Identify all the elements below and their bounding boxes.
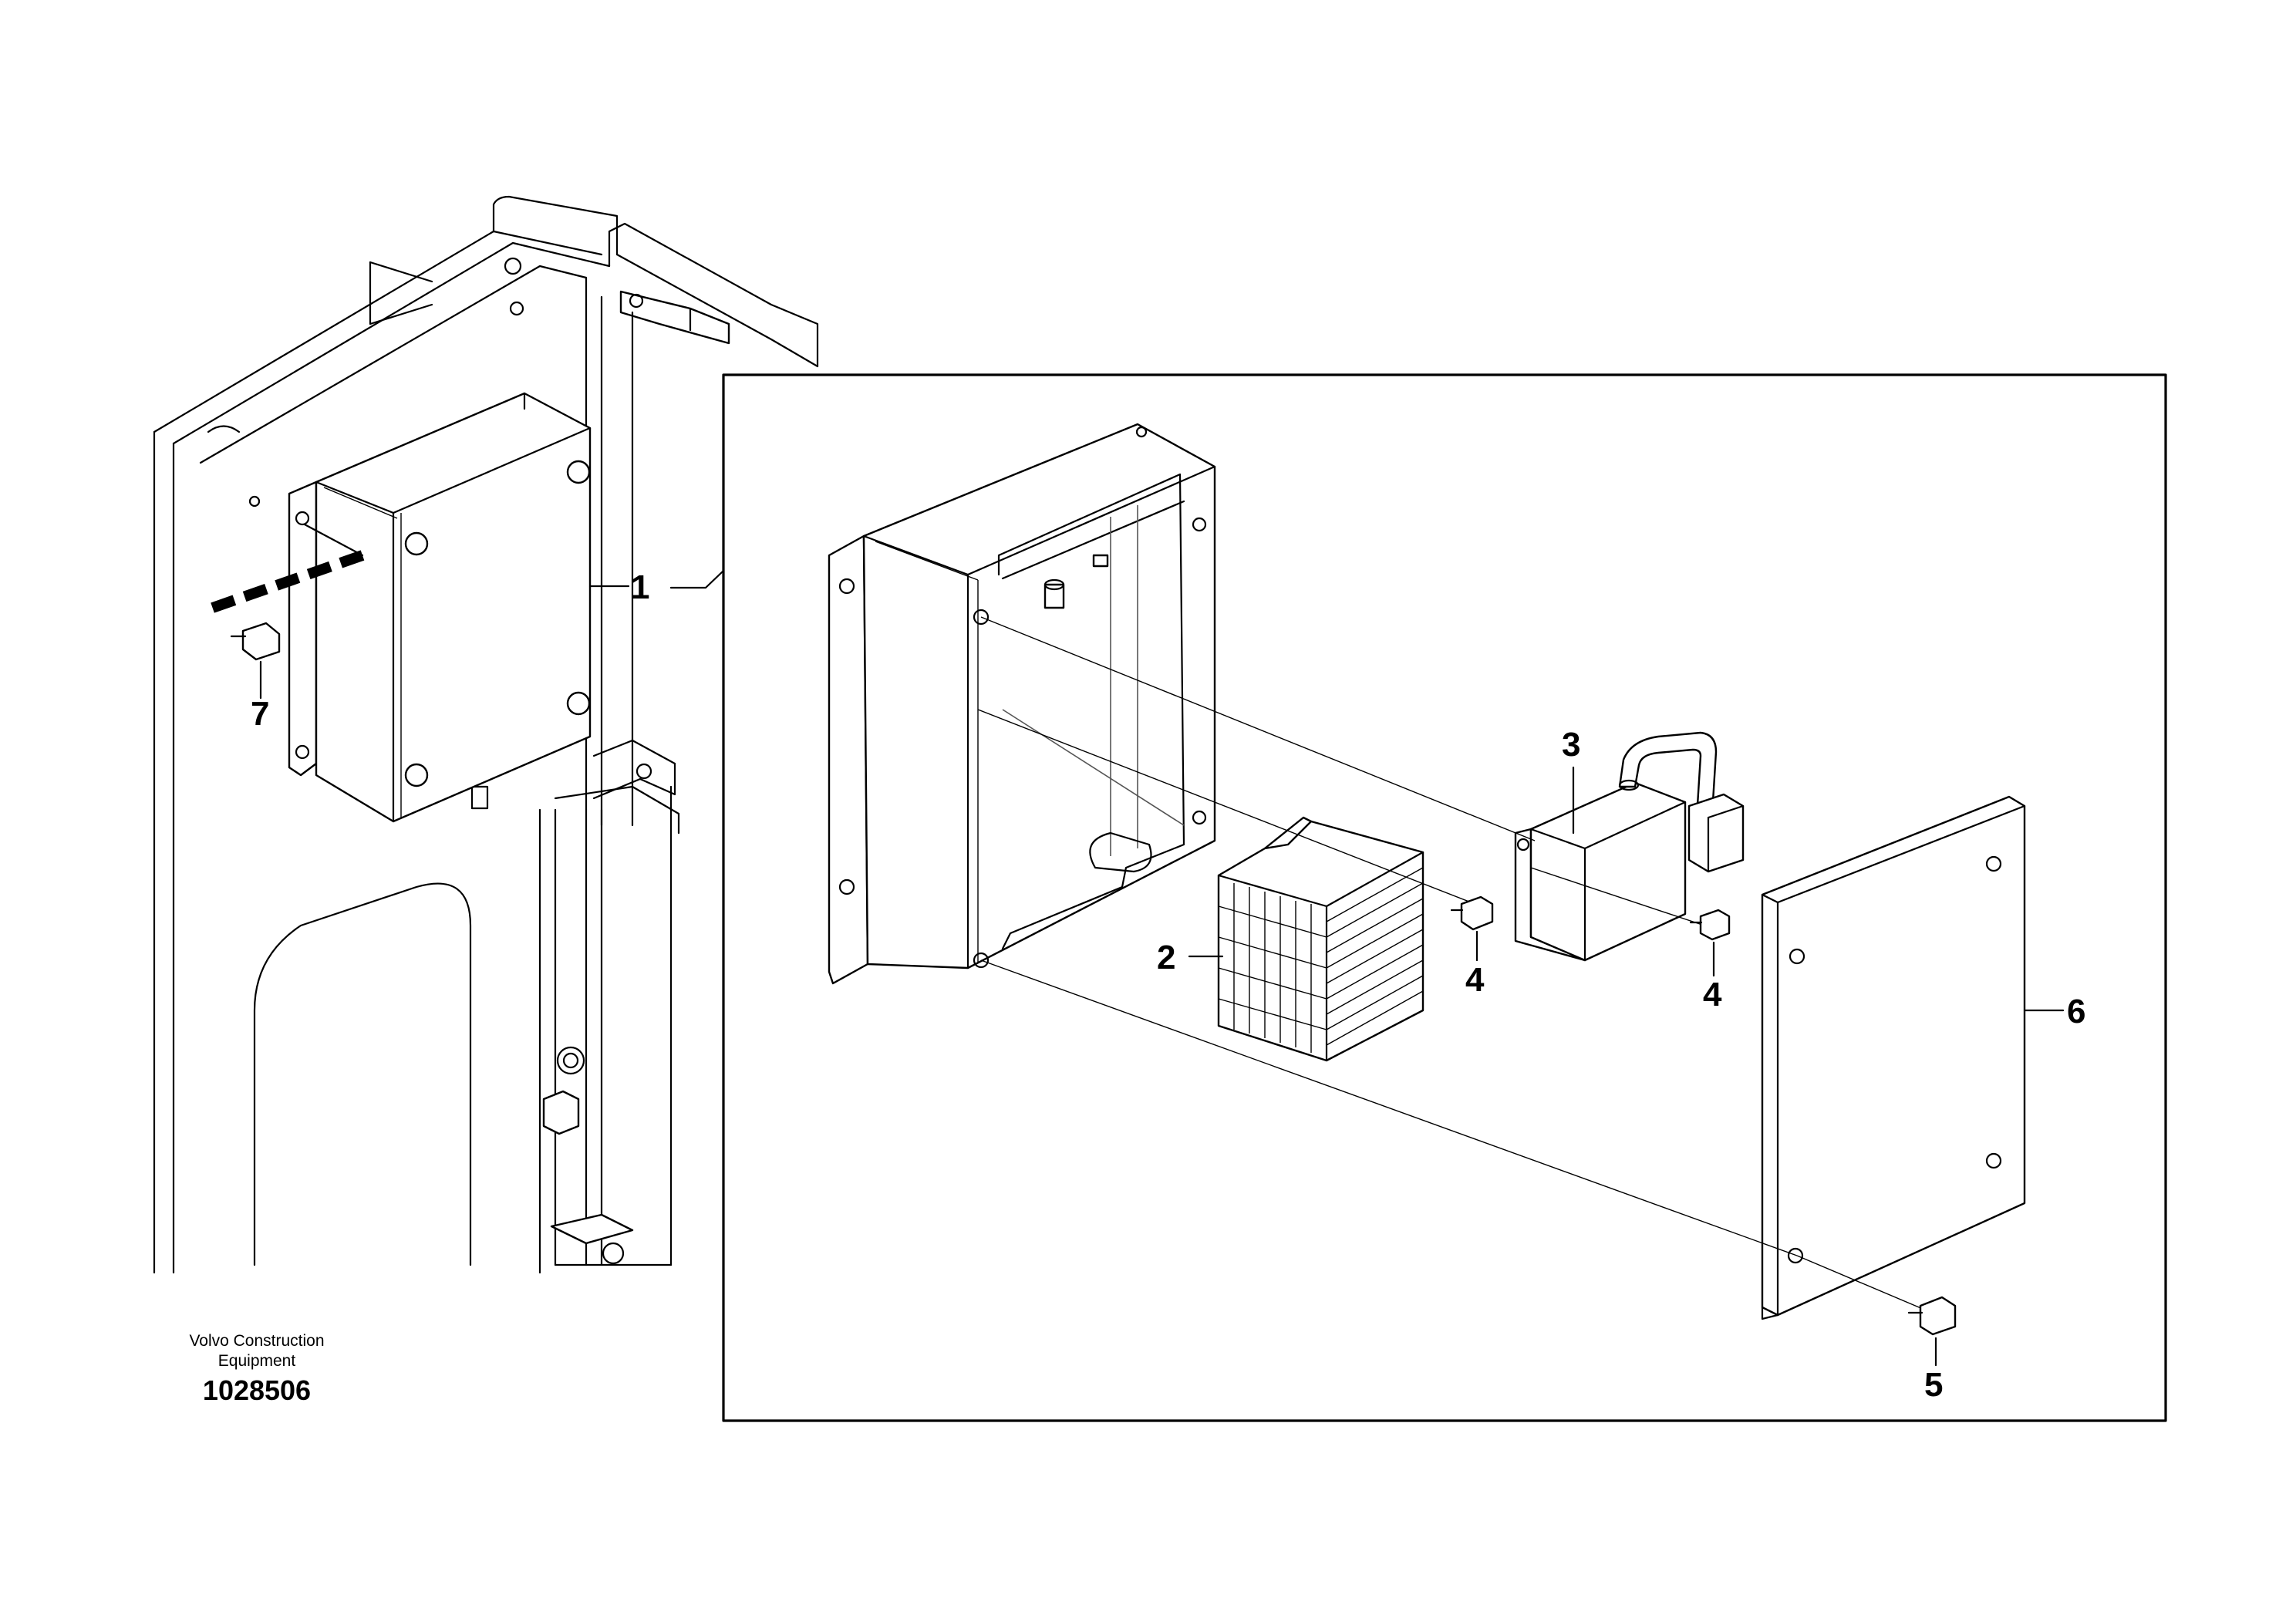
callout-4-right: 4 — [1703, 976, 1722, 1013]
electronic-module — [1514, 731, 1745, 962]
callout-5: 5 — [1924, 1366, 1943, 1404]
callout-1: 1 — [631, 568, 649, 606]
heat-sink-module — [1188, 816, 1424, 1062]
company-name-line1: Volvo Construction — [189, 1332, 324, 1350]
screw-4-right — [1689, 909, 1731, 977]
drawing-footer: Volvo Construction Equipment 1028506 — [189, 1332, 324, 1406]
drawing-number: 1028506 — [203, 1374, 311, 1406]
callout-7: 7 — [251, 695, 269, 733]
company-name-line2: Equipment — [218, 1352, 296, 1370]
assembly-lines — [977, 616, 1929, 1312]
housing-box — [828, 423, 1216, 985]
screw-4-left — [1450, 895, 1494, 962]
cover-plate — [1761, 795, 2065, 1320]
detail-view-frame — [669, 373, 2167, 1422]
callout-2: 2 — [1157, 939, 1175, 976]
mounting-screw-overview — [206, 523, 365, 700]
callout-3: 3 — [1562, 726, 1580, 764]
callout-4-left: 4 — [1465, 961, 1485, 999]
callout-6: 6 — [2067, 993, 2085, 1030]
control-box-assembly — [248, 392, 592, 823]
screw-5 — [1907, 1296, 1957, 1367]
